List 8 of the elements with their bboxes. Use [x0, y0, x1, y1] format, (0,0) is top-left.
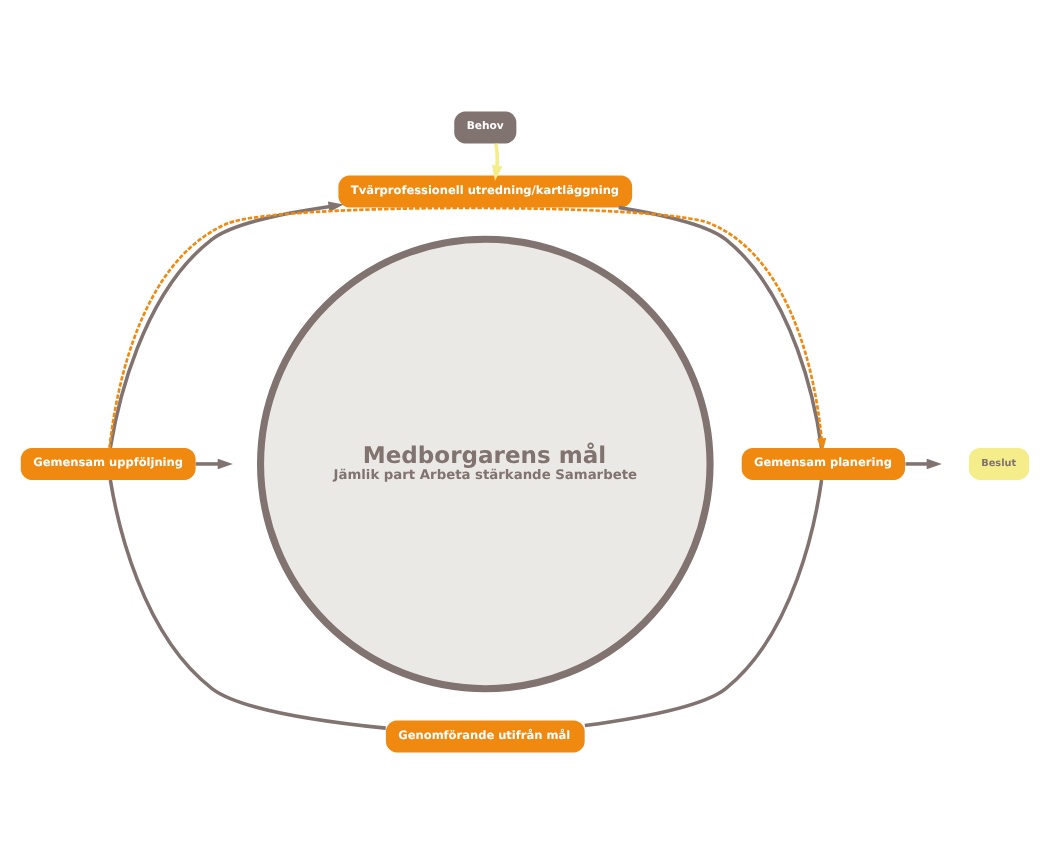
arrow — [195, 458, 233, 470]
connector — [584, 479, 824, 728]
arrow — [108, 201, 344, 449]
arrow — [491, 143, 503, 181]
arrow — [905, 458, 942, 470]
arrow — [108, 206, 827, 452]
connector — [108, 479, 386, 730]
connector — [618, 205, 824, 449]
